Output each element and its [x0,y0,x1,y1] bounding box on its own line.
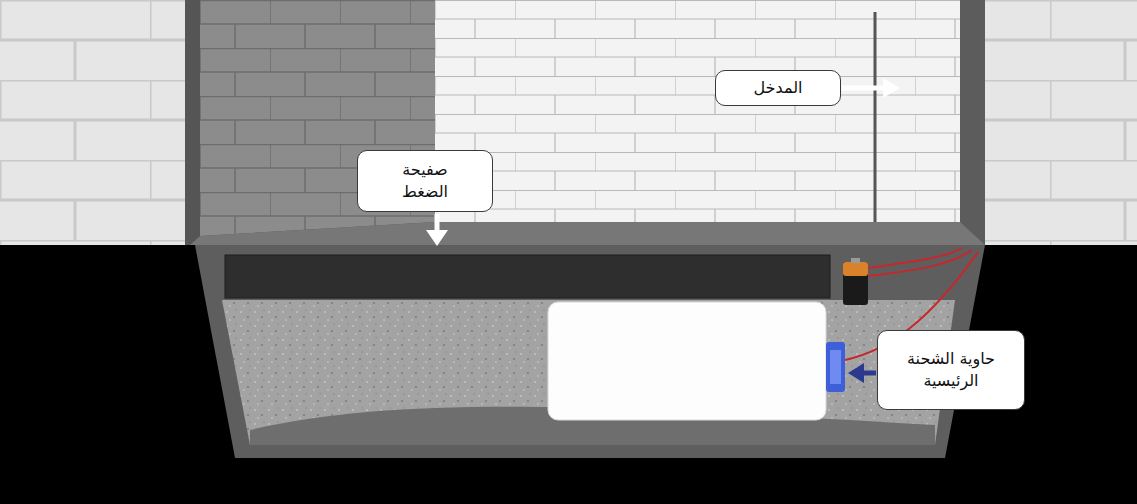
callout-body: صفيحة الضغط [390,159,460,202]
callout-box: المدخل [715,70,841,106]
callout-box: صفيحة الضغط [357,150,493,212]
callout-body: حاوية الشحنة الرئيسية [891,348,1011,391]
leader-arrow [426,214,448,246]
callout-label: صفيحة الضغط [390,159,460,202]
callout-label: المدخل [754,77,803,99]
leader-arrow [848,363,876,383]
callout-label: حاوية الشحنة الرئيسية [891,348,1011,391]
callout-box: حاوية الشحنة الرئيسية [877,330,1025,410]
callout-body: المدخل [754,77,803,99]
leader-arrow [842,78,900,98]
